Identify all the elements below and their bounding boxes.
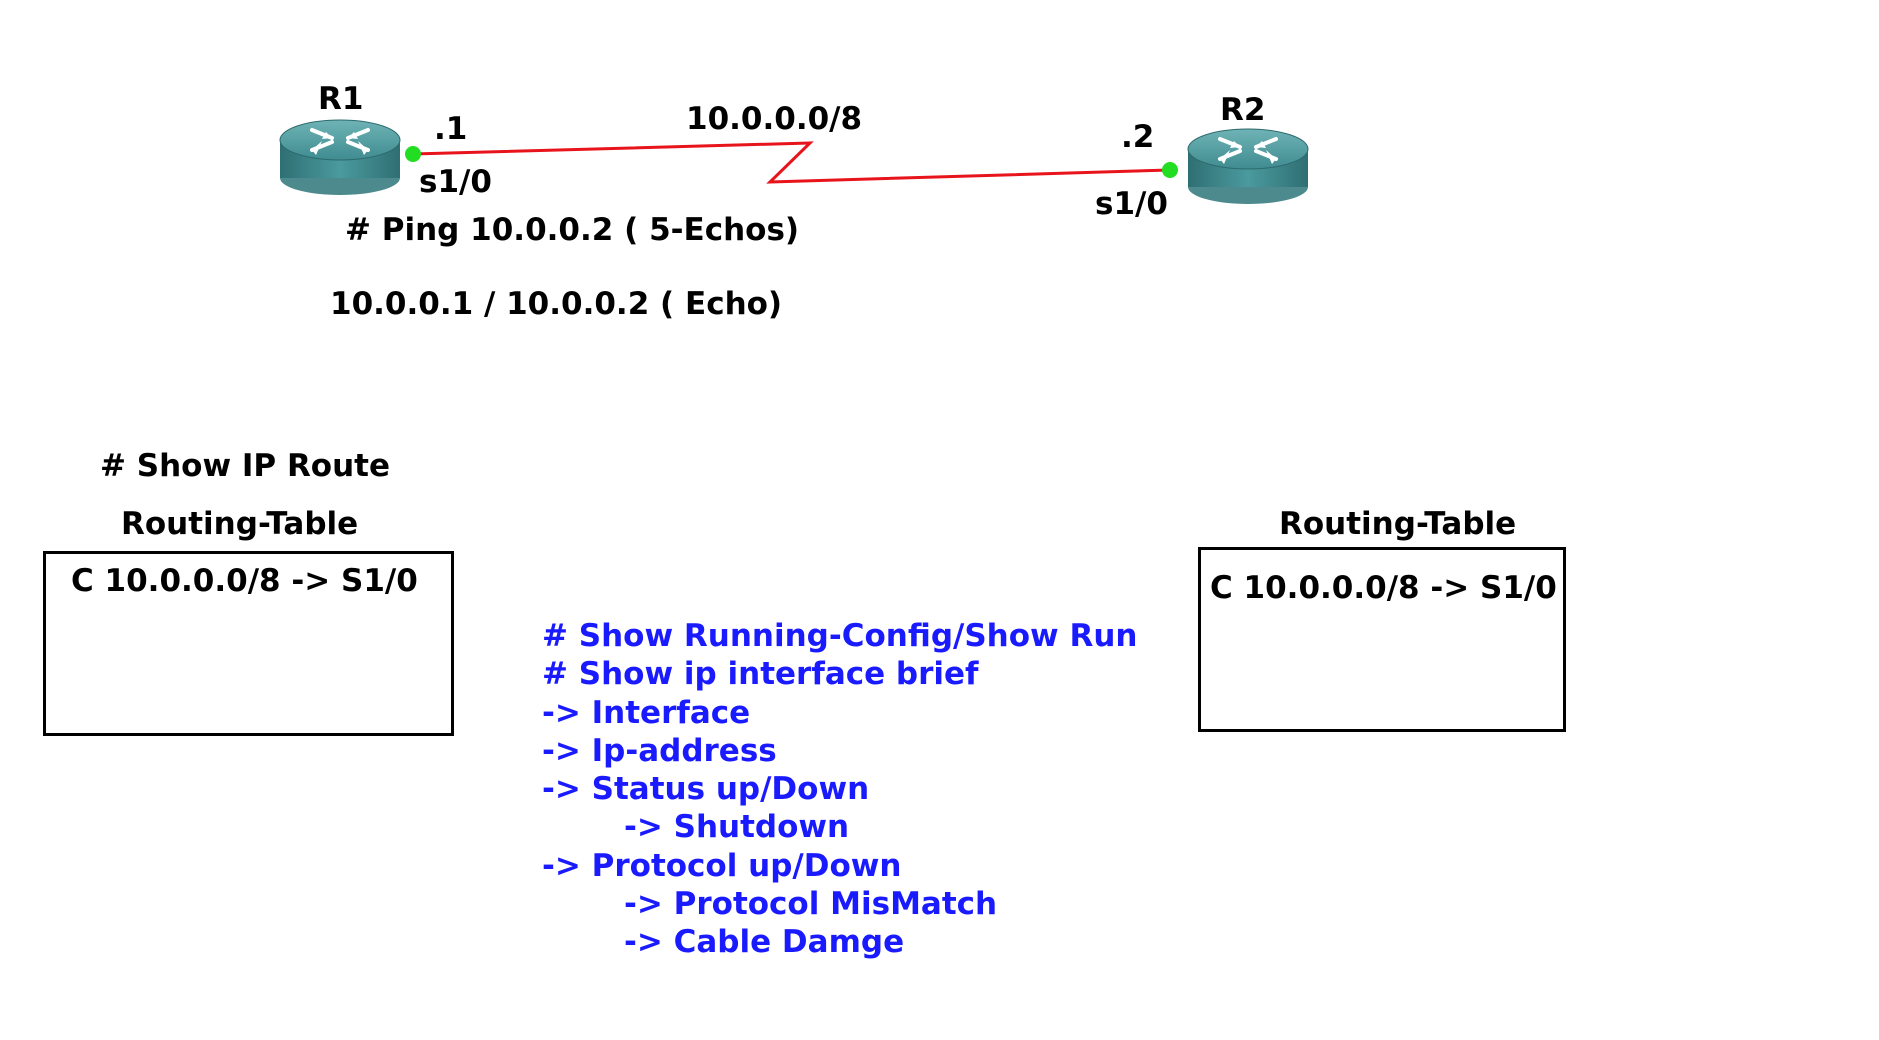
r1-interface-status-dot — [405, 146, 421, 162]
r1-routing-table-title: Routing-Table — [121, 506, 359, 542]
r2-name-label: R2 — [1220, 92, 1266, 128]
command-line-4: -> Ip-address — [542, 732, 777, 769]
serial-link-line[interactable] — [412, 141, 1171, 184]
command-line-2: # Show ip interface brief — [542, 656, 979, 693]
ping-command-note: # Ping 10.0.0.2 ( 5-Echos) — [345, 212, 800, 248]
show-commands-list: # Show Running-Config/Show Run # Show ip… — [542, 617, 1137, 962]
command-line-8: -> Protocol MisMatch — [624, 886, 998, 923]
show-ip-route-command: # Show IP Route — [100, 448, 391, 484]
ping-echo-note: 10.0.0.1 / 10.0.0.2 ( Echo) — [330, 286, 783, 322]
r2-routing-table-title: Routing-Table — [1279, 506, 1517, 542]
r1-name-label: R1 — [318, 81, 364, 117]
r2-routing-table-entry: C 10.0.0.0/8 -> S1/0 — [1210, 570, 1557, 606]
command-line-7: -> Protocol up/Down — [542, 847, 902, 884]
r2-host-octet-label: .2 — [1121, 119, 1155, 155]
command-line-1: # Show Running-Config/Show Run — [542, 618, 1138, 654]
r1-interface-label: s1/0 — [419, 164, 492, 200]
link-network-label: 10.0.0.0/8 — [686, 101, 863, 137]
router-r2-icon[interactable] — [1187, 128, 1309, 204]
command-line-6: -> Shutdown — [624, 809, 850, 846]
command-line-9: -> Cable Damge — [624, 924, 905, 961]
r2-interface-label: s1/0 — [1095, 186, 1168, 222]
r1-routing-table-entry: C 10.0.0.0/8 -> S1/0 — [71, 563, 418, 599]
router-r1-icon[interactable] — [279, 119, 401, 195]
r1-host-octet-label: .1 — [434, 111, 468, 147]
command-line-5: -> Status up/Down — [542, 771, 870, 808]
r1-routing-table-box: C 10.0.0.0/8 -> S1/0 — [43, 551, 454, 736]
r2-routing-table-box: C 10.0.0.0/8 -> S1/0 — [1198, 547, 1566, 732]
command-line-3: -> Interface — [542, 694, 751, 731]
r2-interface-status-dot — [1162, 162, 1178, 178]
